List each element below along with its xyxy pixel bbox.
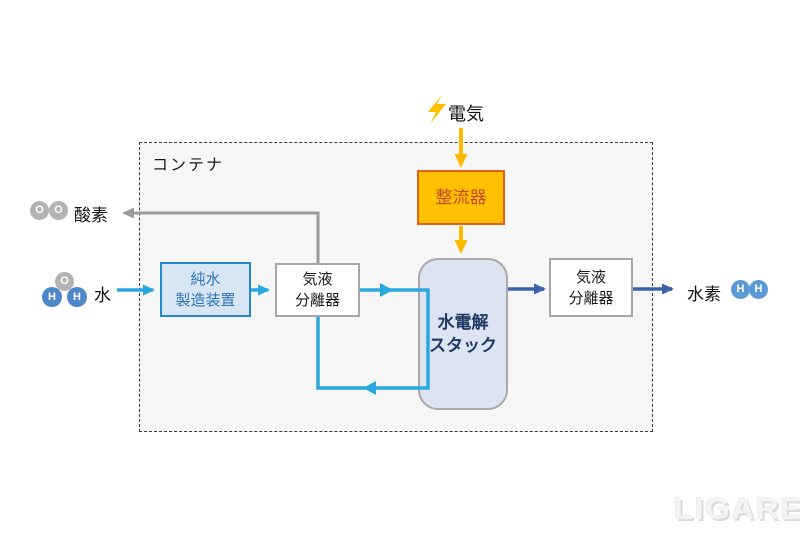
hydrogen-atom: H (67, 287, 87, 307)
rectifier-box: 整流器 (417, 170, 505, 225)
oxygen-atom: O (49, 201, 68, 220)
separator-right-label-line1: 気液 (575, 268, 606, 286)
oxygen-atom: O (55, 272, 74, 291)
water-label: 水 (94, 286, 111, 305)
oxygen-molecule-icon: O O (30, 201, 69, 220)
hydrogen-label: 水素 (687, 285, 721, 304)
electricity-label: 電気 (448, 104, 484, 124)
hydrogen-atom: H (42, 287, 62, 307)
hydrogen-molecule-icon: H H (731, 280, 769, 299)
container-label: コンテナ (152, 157, 225, 174)
pure-water-label-line2: 製造装置 (175, 291, 236, 309)
pure-water-unit-box: 純水 製造装置 (160, 262, 251, 317)
watermark-logo: LIGARE (674, 491, 800, 526)
oxygen-atom: O (30, 201, 49, 220)
hydrogen-atom: H (731, 280, 750, 299)
hydrogen-atom: H (749, 280, 768, 299)
oxygen-label: 酸素 (74, 206, 108, 225)
separator-left-label-line1: 気液 (302, 271, 333, 288)
gas-liquid-separator-left-box: 気液 分離器 (275, 263, 360, 317)
water-molecule-icon: O H H (42, 272, 89, 308)
pure-water-label-line1: 純水 (190, 270, 221, 288)
stack-label-line2: スタック (429, 336, 497, 355)
electrolysis-stack-box: 水電解 スタック (418, 258, 508, 410)
rectifier-label: 整流器 (435, 188, 487, 207)
gas-liquid-separator-right-box: 気液 分離器 (549, 258, 633, 317)
separator-left-label-line2: 分離器 (294, 292, 340, 309)
lightning-icon (428, 95, 446, 124)
stack-label-line1: 水電解 (437, 313, 489, 332)
separator-right-label-line2: 分離器 (568, 289, 614, 307)
